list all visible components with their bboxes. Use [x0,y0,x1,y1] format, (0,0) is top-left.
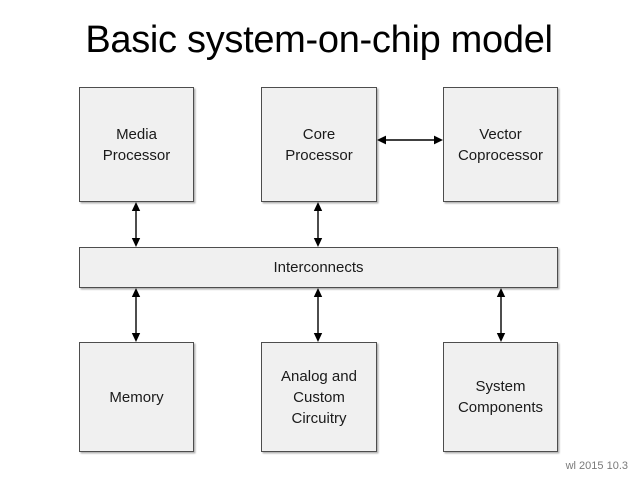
node-vector-coprocessor-label: Vector Coprocessor [457,125,544,164]
node-core-processor[interactable]: Core Processor [261,87,377,202]
node-interconnects-label: Interconnects [273,258,364,276]
node-media-processor[interactable]: Media Processor [79,87,194,202]
node-memory[interactable]: Memory [79,342,194,452]
connector-interconnects-to-analog-custom-circuitry [311,288,325,342]
connector-media-processor-to-interconnects [129,202,143,247]
node-system-components-label: System Components [457,378,544,416]
page-title: Basic system-on-chip model [85,19,553,61]
node-system-components[interactable]: System Components [443,342,558,452]
connector-interconnects-to-memory [129,288,143,342]
node-memory-label: Memory [109,388,164,406]
connector-core-processor-to-vector-coprocessor [377,133,443,147]
slide-footer: wl 2015 10.3 [565,460,628,472]
node-core-processor-label: Core Processor [285,125,353,164]
node-media-processor-label: Media Processor [102,125,171,164]
connector-core-processor-to-interconnects [311,202,325,247]
connector-interconnects-to-system-components [494,288,508,342]
node-interconnects[interactable]: Interconnects [79,247,558,288]
node-analog-custom-circuitry[interactable]: Analog and Custom Circuitry [261,342,377,452]
node-analog-custom-circuitry-label: Analog and Custom Circuitry [281,367,357,427]
node-vector-coprocessor[interactable]: Vector Coprocessor [443,87,558,202]
